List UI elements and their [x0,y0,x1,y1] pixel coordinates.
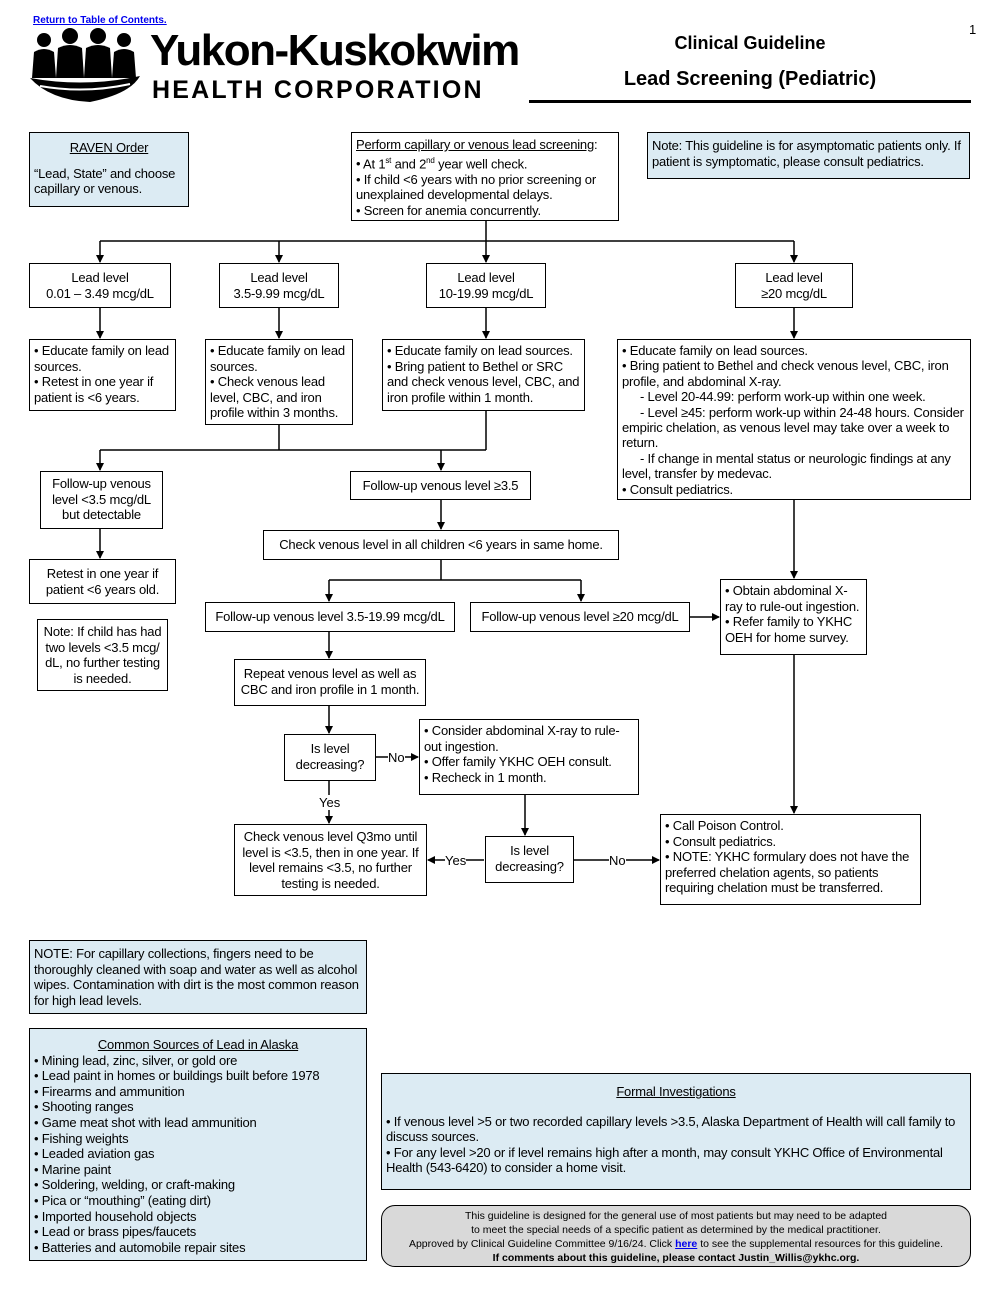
obtain-xray-item: Obtain abdominal X-ray to rule-out inges… [725,583,862,614]
followup-mid-box: Follow-up venous level 3.5-19.99 mcg/dL [205,602,455,632]
ykhc-logo: Yukon-Kuskokwim HEALTH CORPORATION [30,26,520,104]
common-source-item: Mining lead, zinc, silver, or gold ore [34,1053,362,1069]
common-source-item: Pica or “mouthing” (eating dirt) [34,1193,362,1209]
obtain-xray-item: Refer family to YKHC OEH for home survey… [725,614,862,645]
two-levels-note-box: Note: If child has had two levels <3.5 m… [37,619,168,691]
yes-label-1: Yes [319,795,341,810]
ykhc-people-logo-icon [30,28,140,102]
raven-order-box: RAVEN Order “Lead, State” and choose cap… [29,132,189,207]
lead-level-label: Lead level [71,270,129,285]
action-item: Educate family on lead sources. [210,343,348,374]
perform-screening-box: Perform capillary or venous lead screeni… [351,132,619,221]
common-source-item: Soldering, welding, or craft-making [34,1177,362,1193]
action-item: Educate family on lead sources. [387,343,580,359]
action-subitem: - Level ≥45: perform work-up within 24-4… [622,404,964,451]
consider-item: Offer family YKHC OEH consult. [424,754,634,770]
poison-item: Consult pediatrics. [665,834,916,850]
perform-screening-title: Perform capillary or venous lead screeni… [356,137,598,152]
common-source-item: Shooting ranges [34,1099,362,1115]
raven-order-title: RAVEN Order [69,140,149,155]
common-source-item: Leaded aviation gas [34,1146,362,1162]
footer-line-2: to meet the special needs of a specific … [471,1224,881,1236]
check-all-children-box: Check venous level in all children <6 ye… [263,530,619,560]
action-box-3: Educate family on lead sources. Bring pa… [382,339,585,411]
lead-level-box-3: Lead level 10-19.99 mcg/dL [426,263,546,308]
guideline-title: Lead Screening (Pediatric) [623,68,877,90]
common-source-item: Batteries and automobile repair sites [34,1240,362,1256]
action-item: • Bring patient to Bethel and check veno… [622,358,949,389]
lead-level-range: 3.5-9.99 mcg/dL [233,285,325,301]
action-box-2: Educate family on lead sources. Check ve… [205,339,353,425]
footer-disclaimer: This guideline is designed for the gener… [381,1205,971,1267]
perform-item-3: Screen for anemia concurrently. [356,203,614,219]
is-decreasing-box-2: Is level decreasing? [485,836,574,883]
action-item: Retest in one year if patient is <6 year… [34,374,171,405]
guideline-type: Clinical Guideline [674,33,826,53]
footer-contact: If comments about this guideline, please… [492,1252,860,1264]
followup-20-box: Follow-up venous level ≥20 mcg/dL [470,602,690,632]
formal-item: If venous level >5 or two recorded capil… [386,1114,966,1145]
consider-item: Recheck in 1 month. [424,770,634,786]
followup-high-box: Follow-up venous level ≥3.5 [350,471,531,500]
formal-item: For any level >20 or if level remains hi… [386,1145,966,1176]
lead-level-label: Lead level [250,270,308,285]
lead-level-label: Lead level [457,270,515,285]
logo-name: Yukon-Kuskokwim [150,26,520,75]
check-q3mo-box: Check venous level Q3mo until level is <… [234,824,427,896]
poison-item: Call Poison Control. [665,818,916,834]
action-item: Check venous lead level, CBC, and iron p… [210,374,348,421]
action-item: Bring patient to Bethel or SRC and check… [387,359,580,406]
poison-item: NOTE: YKHC formulary does not have the p… [665,849,916,896]
capillary-note-box: NOTE: For capillary collections, fingers… [29,940,367,1014]
is-decreasing-box-1: Is level decreasing? [284,734,376,781]
action-subitem: - Level 20-44.99: perform work-up within… [640,389,926,405]
repeat-venous-box: Repeat venous level as well as CBC and i… [234,659,426,706]
logo-subtitle: HEALTH CORPORATION [152,76,484,104]
common-sources-box: Common Sources of Lead in Alaska Mining … [29,1028,367,1261]
poison-control-box: Call Poison Control. Consult pediatrics.… [660,814,921,905]
perform-item-2: If child <6 years with no prior screenin… [356,172,614,203]
footer-line-1: This guideline is designed for the gener… [464,1210,888,1222]
action-item: • Consult pediatrics. [622,481,733,497]
action-subitem: - If change in mental status or neurolog… [622,450,951,482]
followup-low-box: Follow-up venous level <3.5 mcg/dL but d… [40,471,163,529]
lead-level-box-1: Lead level 0.01 – 3.49 mcg/dL [29,263,171,308]
lead-level-range: ≥20 mcg/dL [761,285,827,301]
formal-investigations-title: Formal Investigations [616,1084,736,1099]
action-item: • Educate family on lead sources. [622,343,808,358]
common-sources-list: Mining lead, zinc, silver, or gold oreLe… [34,1053,362,1256]
lead-level-box-2: Lead level 3.5-9.99 mcg/dL [219,263,339,308]
obtain-xray-box: Obtain abdominal X-ray to rule-out inges… [720,579,867,655]
perform-item-1: At 1st and 2nd year well check. [356,153,614,172]
retest-box: Retest in one year if patient <6 years o… [29,559,176,604]
common-sources-title: Common Sources of Lead in Alaska [97,1037,299,1052]
return-to-toc-link[interactable]: Return to Table of Contents. [33,15,167,26]
lead-level-label: Lead level [765,270,823,285]
common-source-item: Game meat shot with lead ammunition [34,1115,362,1131]
supplemental-resources-link[interactable]: here [675,1238,698,1250]
lead-level-range: 10-19.99 mcg/dL [438,285,534,301]
action-item: Educate family on lead sources. [34,343,171,374]
asymptomatic-note-box: Note: This guideline is for asymptomatic… [647,132,970,179]
action-box-4: • Educate family on lead sources. • Brin… [617,339,971,500]
common-source-item: Firearms and ammunition [34,1084,362,1100]
common-source-item: Lead paint in homes or buildings built b… [34,1068,362,1084]
action-box-1: Educate family on lead sources. Retest i… [29,339,176,411]
common-source-item: Lead or brass pipes/faucets [34,1224,362,1240]
page-number: 1 [969,22,977,37]
raven-order-text: “Lead, State” and choose capillary or ve… [34,165,176,197]
common-source-item: Marine paint [34,1162,362,1178]
no-label-2: No [609,853,626,868]
formal-investigations-box: Formal Investigations If venous level >5… [381,1073,971,1190]
consider-item: Consider abdominal X-ray to rule-out ing… [424,723,634,754]
yes-label-2: Yes [445,853,467,868]
consider-xray-box: Consider abdominal X-ray to rule-out ing… [419,719,639,795]
no-label-1: No [388,750,405,765]
lead-level-box-4: Lead level ≥20 mcg/dL [735,263,853,308]
lead-level-range: 0.01 – 3.49 mcg/dL [46,285,154,301]
title-underline [529,100,971,103]
footer-line-3: Approved by Clinical Guideline Committee… [408,1238,944,1250]
common-source-item: Fishing weights [34,1131,362,1147]
common-source-item: Imported household objects [34,1209,362,1225]
